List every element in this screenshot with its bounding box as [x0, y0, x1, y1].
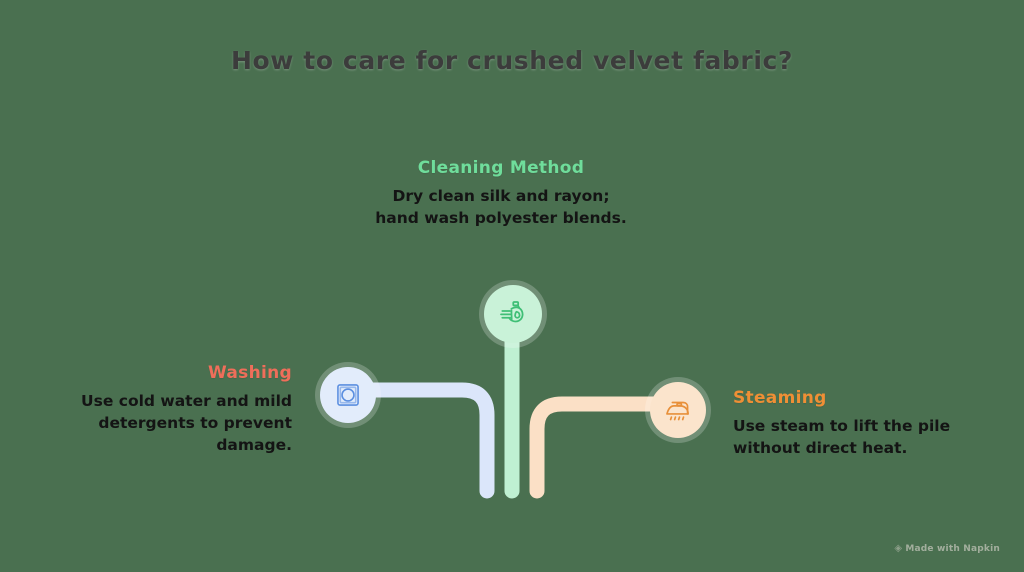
steaming-body: Use steam to lift the pile without direc…: [733, 417, 951, 457]
napkin-logo-icon: ◈: [894, 543, 903, 554]
steaming-heading: Steaming: [733, 388, 827, 408]
connector-steaming: [529, 396, 668, 499]
branch-washing: Washing Use cold water and mild detergen…: [40, 363, 292, 456]
node-washing[interactable]: [320, 367, 376, 423]
cleaning-method-heading: Cleaning Method: [417, 158, 585, 178]
watermark: ◈ Made with Napkin: [894, 543, 1000, 554]
cleaning-method-body: Dry clean silk and rayon; hand wash poly…: [375, 187, 627, 227]
branch-cleaning-method: Cleaning Method Dry clean silk and rayon…: [372, 158, 630, 229]
detergent-bottle-icon: [498, 299, 528, 329]
node-cleaning-method[interactable]: [484, 285, 542, 343]
node-steaming[interactable]: [650, 382, 706, 438]
connector-washing: [358, 382, 495, 499]
watermark-text: Made with Napkin: [905, 543, 1000, 554]
steam-iron-icon: [663, 395, 693, 425]
branch-steaming: Steaming Use steam to lift the pile with…: [733, 388, 985, 459]
washing-heading: Washing: [207, 363, 292, 383]
washing-machine-icon: [334, 381, 362, 409]
page-title: How to care for crushed velvet fabric?: [230, 46, 794, 75]
washing-body: Use cold water and mild detergents to pr…: [81, 392, 292, 454]
